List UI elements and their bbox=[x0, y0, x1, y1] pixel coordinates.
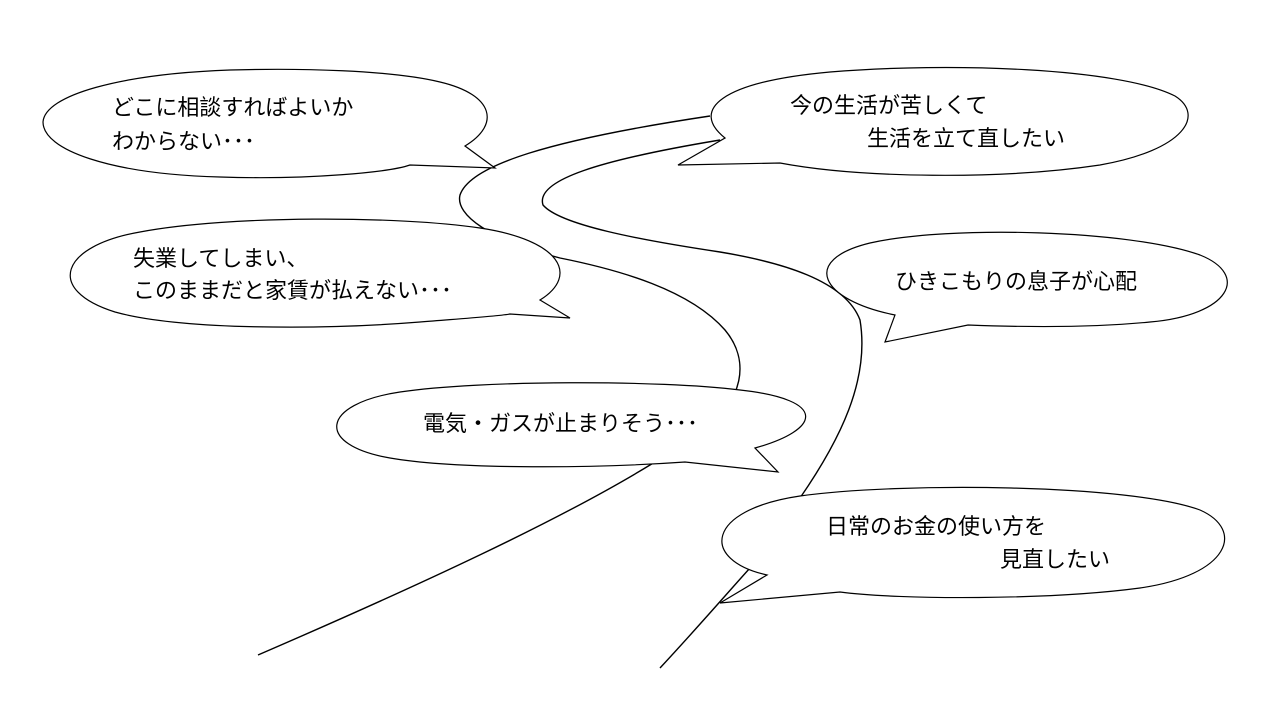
bubble-where-to-consult-shape bbox=[42, 68, 497, 179]
bubble-money-usage-line-1: 日常のお金の使い方を bbox=[826, 515, 1047, 540]
bubble-living-hard-line-1: 今の生活が苦しくて bbox=[790, 94, 988, 119]
bubble-lost-job-line-2: このままだと家賃が払えない･･･ bbox=[133, 279, 453, 304]
bubble-hikikomori-son-shape bbox=[826, 231, 1228, 343]
bubble-money-usage-line-2: 見直したい bbox=[1000, 548, 1111, 573]
bubble-where-to-consult-line-2: わからない･･･ bbox=[112, 130, 256, 155]
bubble-lost-job-line-1: 失業してしまい、 bbox=[133, 247, 309, 272]
bubble-utilities-stop-shape bbox=[336, 382, 807, 473]
bubble-living-hard-shape bbox=[677, 66, 1189, 176]
bubble-lost-job-shape bbox=[69, 218, 571, 328]
bubble-money-usage-shape bbox=[719, 486, 1226, 604]
road-right-edge bbox=[541, 139, 863, 669]
bubble-where-to-consult-line-1: どこに相談すればよいか bbox=[112, 96, 354, 121]
bubble-hikikomori-son-line-1: ひきこもりの息子が心配 bbox=[895, 270, 1138, 295]
bubble-living-hard-line-2: 生活を立て直したい bbox=[867, 127, 1066, 152]
bubble-utilities-stop-line-1: 電気・ガスが止まりそう･･･ bbox=[423, 412, 699, 437]
road-left-edge bbox=[257, 115, 741, 656]
